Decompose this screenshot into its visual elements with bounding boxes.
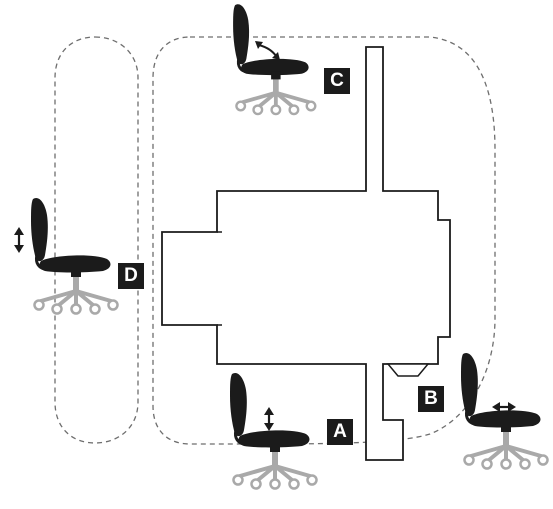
chair-c-icon bbox=[233, 4, 315, 114]
desk-outline bbox=[161, 46, 451, 461]
horizontal-arrow-icon bbox=[492, 402, 516, 412]
left-dashed-zone bbox=[54, 36, 139, 444]
height-arrow-icon-a bbox=[264, 407, 274, 431]
chair-a-icon bbox=[230, 373, 317, 489]
label-a: A bbox=[327, 419, 353, 445]
main-dashed-zone bbox=[152, 36, 496, 445]
tilt-arrow-icon bbox=[255, 41, 280, 60]
height-arrow-icon-d bbox=[14, 227, 24, 253]
tray-outline bbox=[386, 363, 430, 377]
label-c: C bbox=[324, 68, 350, 94]
label-d: D bbox=[118, 263, 144, 289]
chair-d-icon bbox=[31, 198, 118, 314]
chair-right-icon bbox=[461, 353, 548, 469]
label-b: B bbox=[418, 386, 444, 412]
